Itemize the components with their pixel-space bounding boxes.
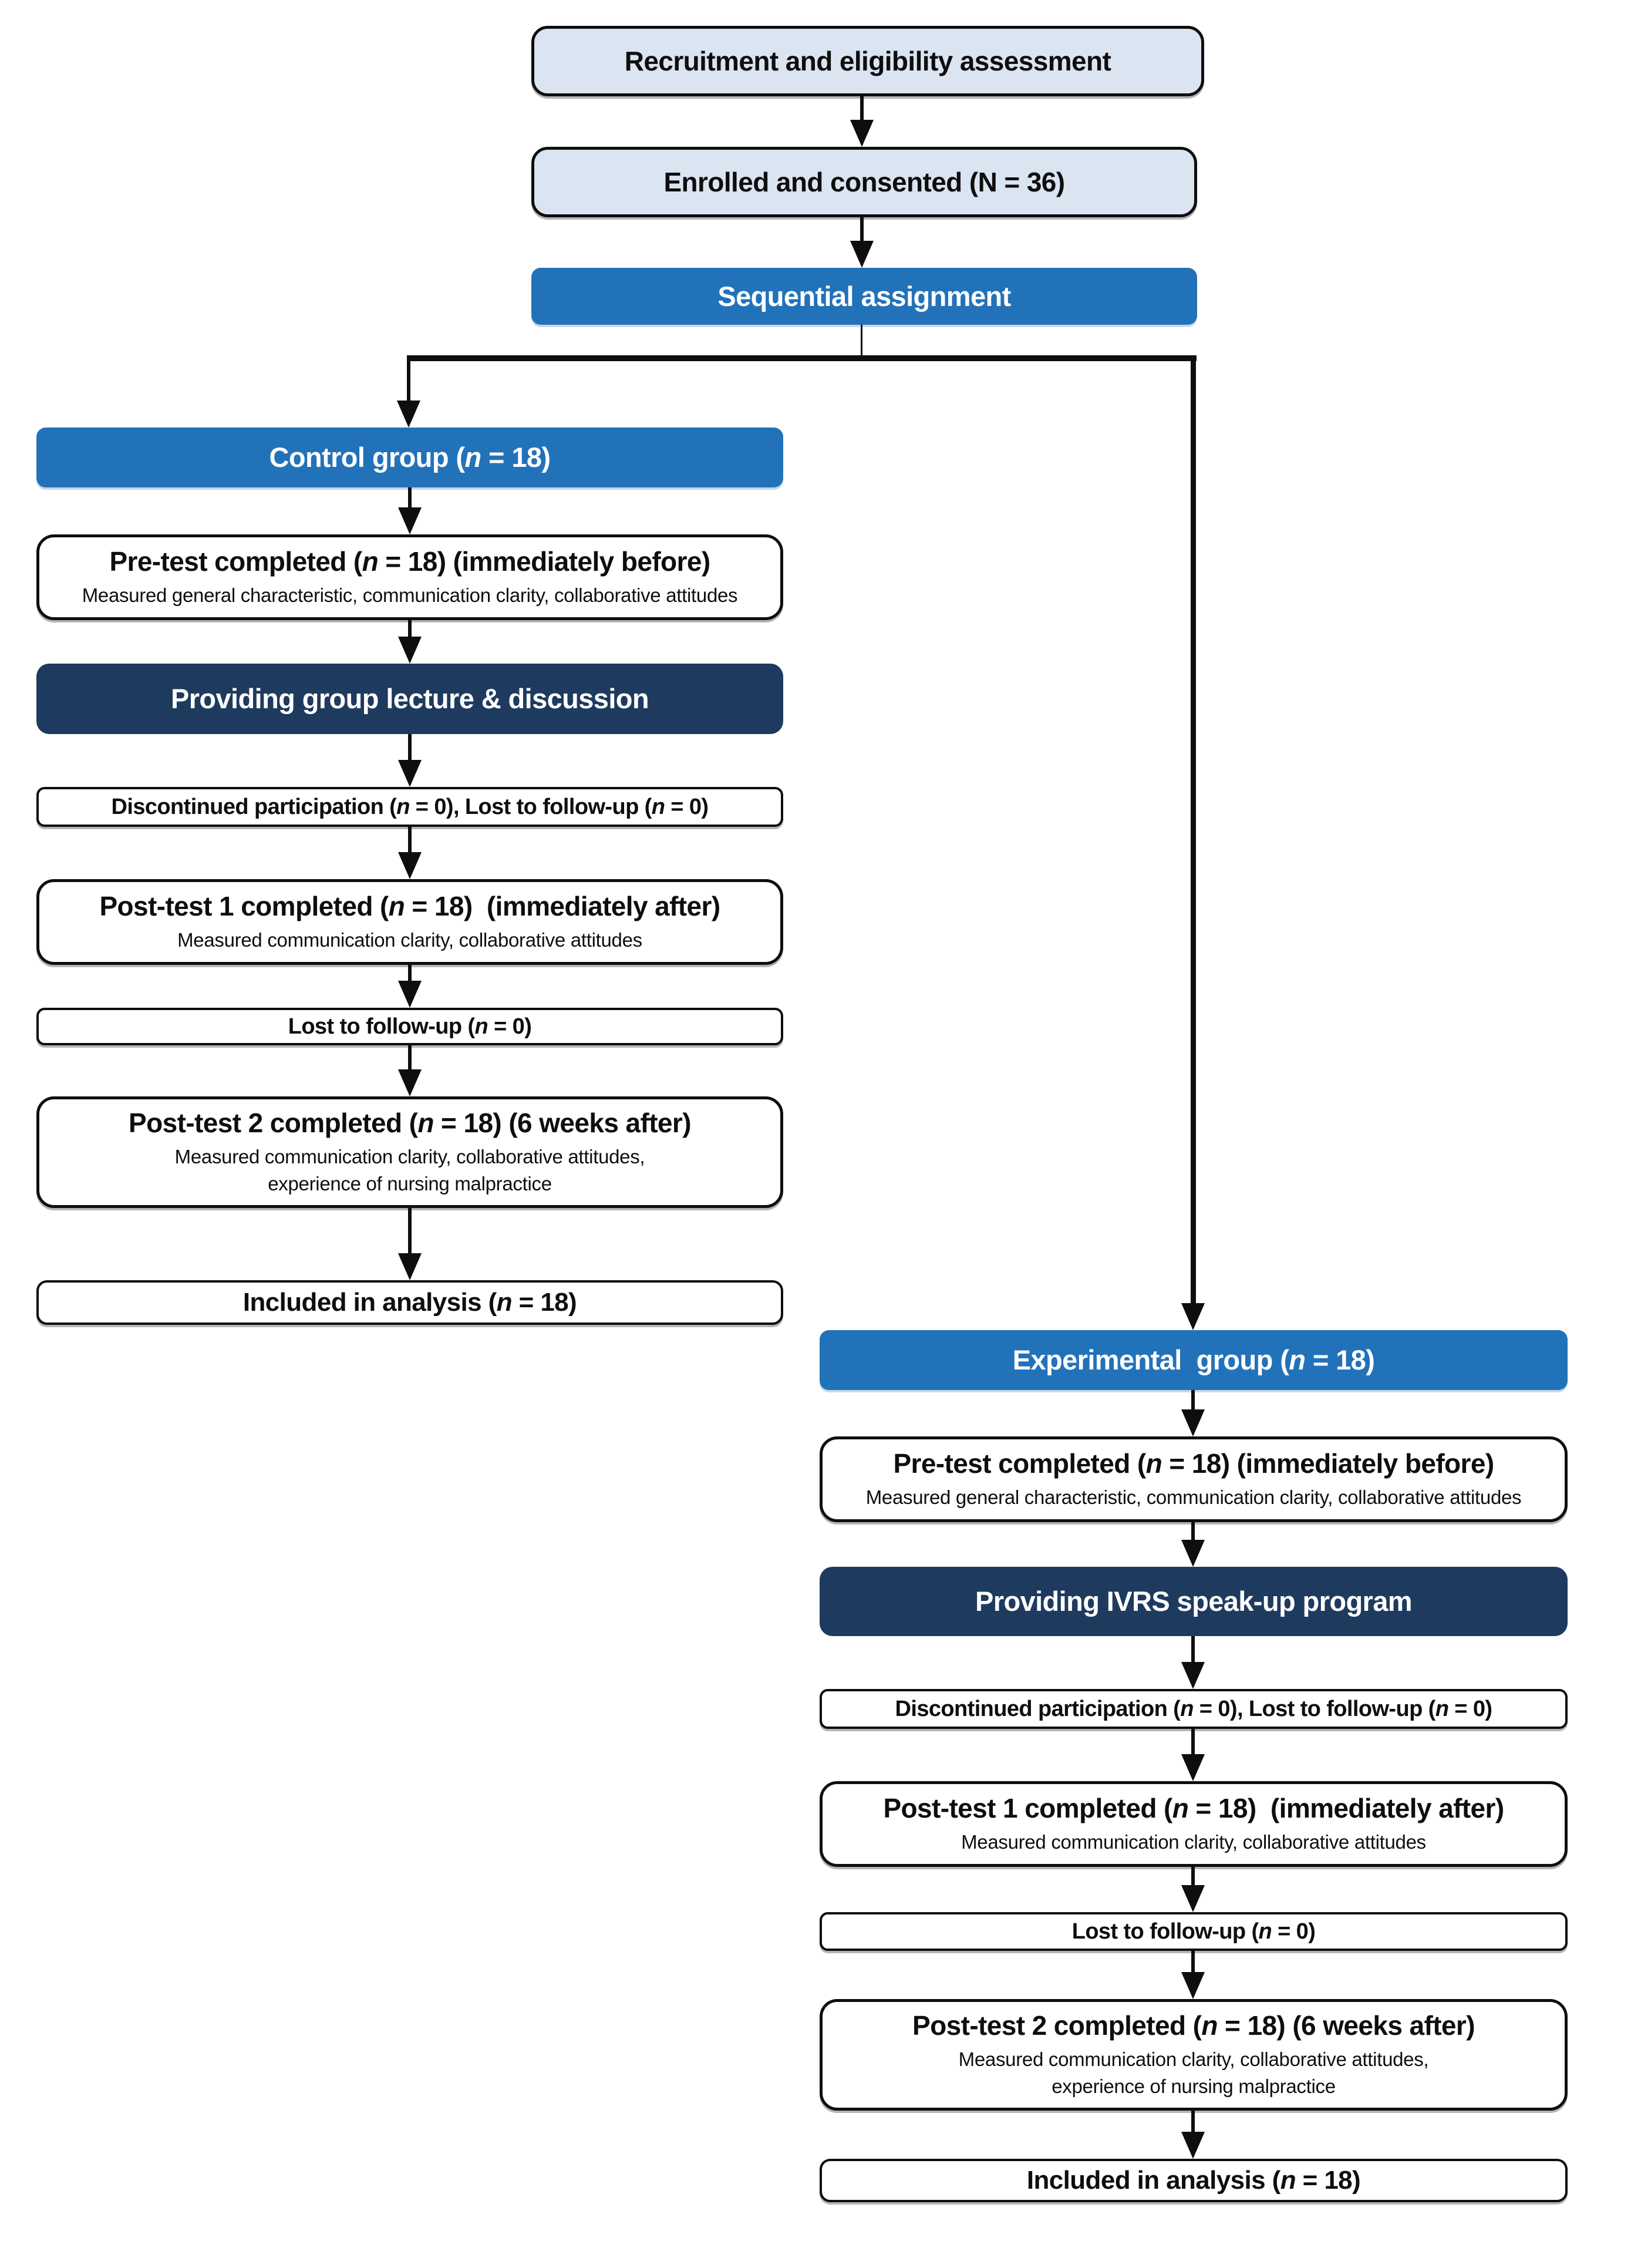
experimental-pretest-subtitle: Measured general characteristic, communi…: [865, 1486, 1522, 1509]
recruitment-box: Recruitment and eligibility assessment: [531, 26, 1204, 96]
experimental-intervention-box: Providing IVRS speak-up program: [820, 1567, 1568, 1636]
experimental-posttest2-box: Post-test 2 completed (n = 18) (6 weeks …: [820, 1999, 1568, 2111]
control-intervention-label: Providing group lecture & discussion: [170, 683, 649, 715]
arrow-experimental-1: [1180, 1390, 1206, 1436]
enrolled-box: Enrolled and consented (N = 36): [531, 147, 1197, 217]
arrow-control-3: [397, 734, 423, 787]
arrow-experimental-6: [1180, 1951, 1206, 1999]
arrow-control-6: [397, 1045, 423, 1096]
control-posttest2-subtitle-line2: experience of nursing malpractice: [268, 1173, 552, 1195]
branch-horizontal-line: [407, 355, 1197, 361]
sequential-assignment-label: Sequential assignment: [717, 280, 1011, 312]
recruitment-label: Recruitment and eligibility assessment: [624, 45, 1111, 76]
control-posttest2-title: Post-test 2 completed (n = 18) (6 weeks …: [129, 1107, 691, 1138]
experimental-posttest2-title: Post-test 2 completed (n = 18) (6 weeks …: [912, 2010, 1475, 2041]
control-included-label: Included in analysis (n = 18): [242, 1288, 577, 1317]
control-posttest2-subtitle-line1: Measured communication clarity, collabor…: [174, 1145, 645, 1167]
experimental-included-box: Included in analysis (n = 18): [820, 2159, 1568, 2202]
control-included-box: Included in analysis (n = 18): [36, 1280, 783, 1325]
experimental-pretest-box: Pre-test completed (n = 18) (immediately…: [820, 1436, 1568, 1522]
control-lost-followup-box: Lost to follow-up (n = 0): [36, 1008, 783, 1045]
control-lost-followup-label: Lost to follow-up (n = 0): [288, 1014, 532, 1039]
control-pretest-box: Pre-test completed (n = 18) (immediately…: [36, 534, 783, 620]
control-discontinued-box: Discontinued participation (n = 0), Lost…: [36, 787, 783, 827]
experimental-posttest1-box: Post-test 1 completed (n = 18) (immediat…: [820, 1781, 1568, 1867]
branch-stem-line: [861, 325, 862, 356]
experimental-intervention-label: Providing IVRS speak-up program: [975, 1586, 1413, 1617]
arrow-experimental-4: [1180, 1729, 1206, 1781]
experimental-lost-followup-label: Lost to follow-up (n = 0): [1071, 1919, 1316, 1944]
arrow-control-5: [397, 965, 423, 1008]
control-group-header: Control group (n = 18): [36, 428, 783, 487]
enrolled-label: Enrolled and consented (N = 36): [663, 166, 1065, 197]
control-posttest1-box: Post-test 1 completed (n = 18) (immediat…: [36, 879, 783, 965]
control-pretest-title: Pre-test completed (n = 18) (immediately…: [109, 546, 710, 577]
control-discontinued-label: Discontinued participation (n = 0), Lost…: [111, 794, 709, 819]
experimental-lost-followup-box: Lost to follow-up (n = 0): [820, 1912, 1568, 1951]
sequential-assignment-box: Sequential assignment: [531, 268, 1197, 325]
control-pretest-subtitle: Measured general characteristic, communi…: [82, 584, 738, 607]
branch-right-arrow: [1180, 355, 1206, 1330]
experimental-group-header: Experimental group (n = 18): [820, 1330, 1568, 1390]
arrow-experimental-2: [1180, 1522, 1206, 1567]
experimental-posttest1-subtitle: Measured communication clarity, collabor…: [961, 1831, 1426, 1853]
control-posttest2-box: Post-test 2 completed (n = 18) (6 weeks …: [36, 1096, 783, 1208]
control-posttest1-title: Post-test 1 completed (n = 18) (immediat…: [99, 890, 720, 921]
control-intervention-box: Providing group lecture & discussion: [36, 664, 783, 734]
arrow-control-2: [397, 620, 423, 664]
experimental-included-label: Included in analysis (n = 18): [1026, 2166, 1361, 2195]
arrow-experimental-7: [1180, 2111, 1206, 2159]
experimental-posttest1-title: Post-test 1 completed (n = 18) (immediat…: [883, 1792, 1504, 1823]
control-posttest1-subtitle: Measured communication clarity, collabor…: [177, 929, 642, 951]
arrow-experimental-5: [1180, 1867, 1206, 1912]
control-group-label: Control group (n = 18): [269, 442, 551, 473]
arrow-experimental-3: [1180, 1636, 1206, 1689]
experimental-posttest2-subtitle-line2: experience of nursing malpractice: [1052, 2075, 1336, 2098]
experimental-discontinued-label: Discontinued participation (n = 0), Lost…: [895, 1696, 1492, 1721]
branch-left-arrow: [396, 355, 422, 428]
arrow-recruitment-to-enrolled: [849, 96, 875, 147]
experimental-pretest-title: Pre-test completed (n = 18) (immediately…: [893, 1448, 1494, 1479]
experimental-posttest2-subtitle-line1: Measured communication clarity, collabor…: [958, 2048, 1429, 2070]
experimental-group-label: Experimental group (n = 18): [1012, 1344, 1375, 1376]
arrow-control-4: [397, 827, 423, 879]
arrow-enrolled-to-assignment: [849, 217, 875, 268]
arrow-control-7: [397, 1208, 423, 1280]
arrow-control-1: [397, 487, 423, 534]
experimental-discontinued-box: Discontinued participation (n = 0), Lost…: [820, 1689, 1568, 1729]
